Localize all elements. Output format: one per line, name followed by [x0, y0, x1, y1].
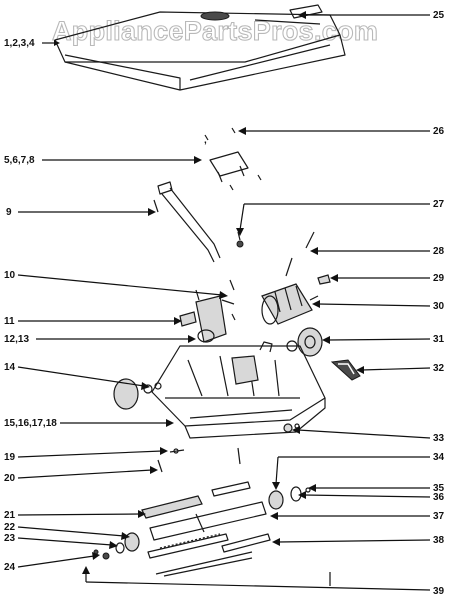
watermark: AppliancePartsPros.com [52, 16, 378, 46]
small-part-33 [283, 423, 300, 433]
callout-24: 24 [4, 562, 16, 573]
callout-33: 33 [433, 433, 445, 444]
motor-part [261, 283, 319, 325]
callout-21: 21 [4, 510, 16, 521]
callout-34: 34 [433, 452, 445, 463]
screw-parts-19-20 [157, 447, 241, 473]
callout-5-6-7-8: 5,6,7,8 [4, 155, 35, 166]
callout-11: 11 [4, 316, 15, 327]
belt-part [330, 359, 361, 381]
callout-22: 22 [4, 522, 16, 533]
callout-29: 29 [433, 273, 445, 284]
callout-36: 36 [433, 492, 445, 503]
callout-14: 14 [4, 362, 16, 373]
callout-10: 10 [4, 270, 16, 281]
callout-15-16-17-18: 15,16,17,18 [4, 418, 57, 429]
handle-socket-part [179, 279, 236, 343]
brush-roll-part [141, 481, 271, 577]
end-cap-parts [268, 486, 311, 510]
hood-cover-part [54, 11, 346, 91]
callout-30: 30 [433, 301, 445, 312]
leader-lines [17, 11, 431, 591]
callout-20: 20 [4, 473, 16, 484]
clip-bracket-part: , [204, 127, 262, 191]
callout-23: 23 [4, 533, 16, 544]
callout-38: 38 [433, 535, 445, 546]
callout-39: 39 [433, 586, 445, 597]
clip-part-25 [289, 4, 323, 19]
screw-part-27 [236, 231, 244, 248]
base-housing-part [151, 341, 326, 439]
callout-31: 31 [433, 334, 445, 345]
callout-32: 32 [433, 363, 445, 374]
left-end-cap-parts [93, 532, 140, 560]
handle-bail-part [153, 181, 221, 263]
callout-25: 25 [433, 10, 445, 21]
callout-35: 35 [433, 483, 445, 494]
callout-1-2-3-4: 1,2,3,4 [4, 38, 35, 49]
callout-27: 27 [433, 199, 445, 210]
callout-19: 19 [4, 452, 16, 463]
small-part-29 [317, 274, 331, 285]
rod-part-28 [285, 231, 315, 277]
callout-37: 37 [433, 511, 445, 522]
callout-12-13: 12,13 [4, 334, 29, 345]
svg-text:,: , [204, 135, 207, 146]
fan-part [286, 327, 323, 357]
callout-28: 28 [433, 246, 445, 257]
callout-26: 26 [433, 126, 445, 137]
callout-9: 9 [6, 207, 12, 218]
